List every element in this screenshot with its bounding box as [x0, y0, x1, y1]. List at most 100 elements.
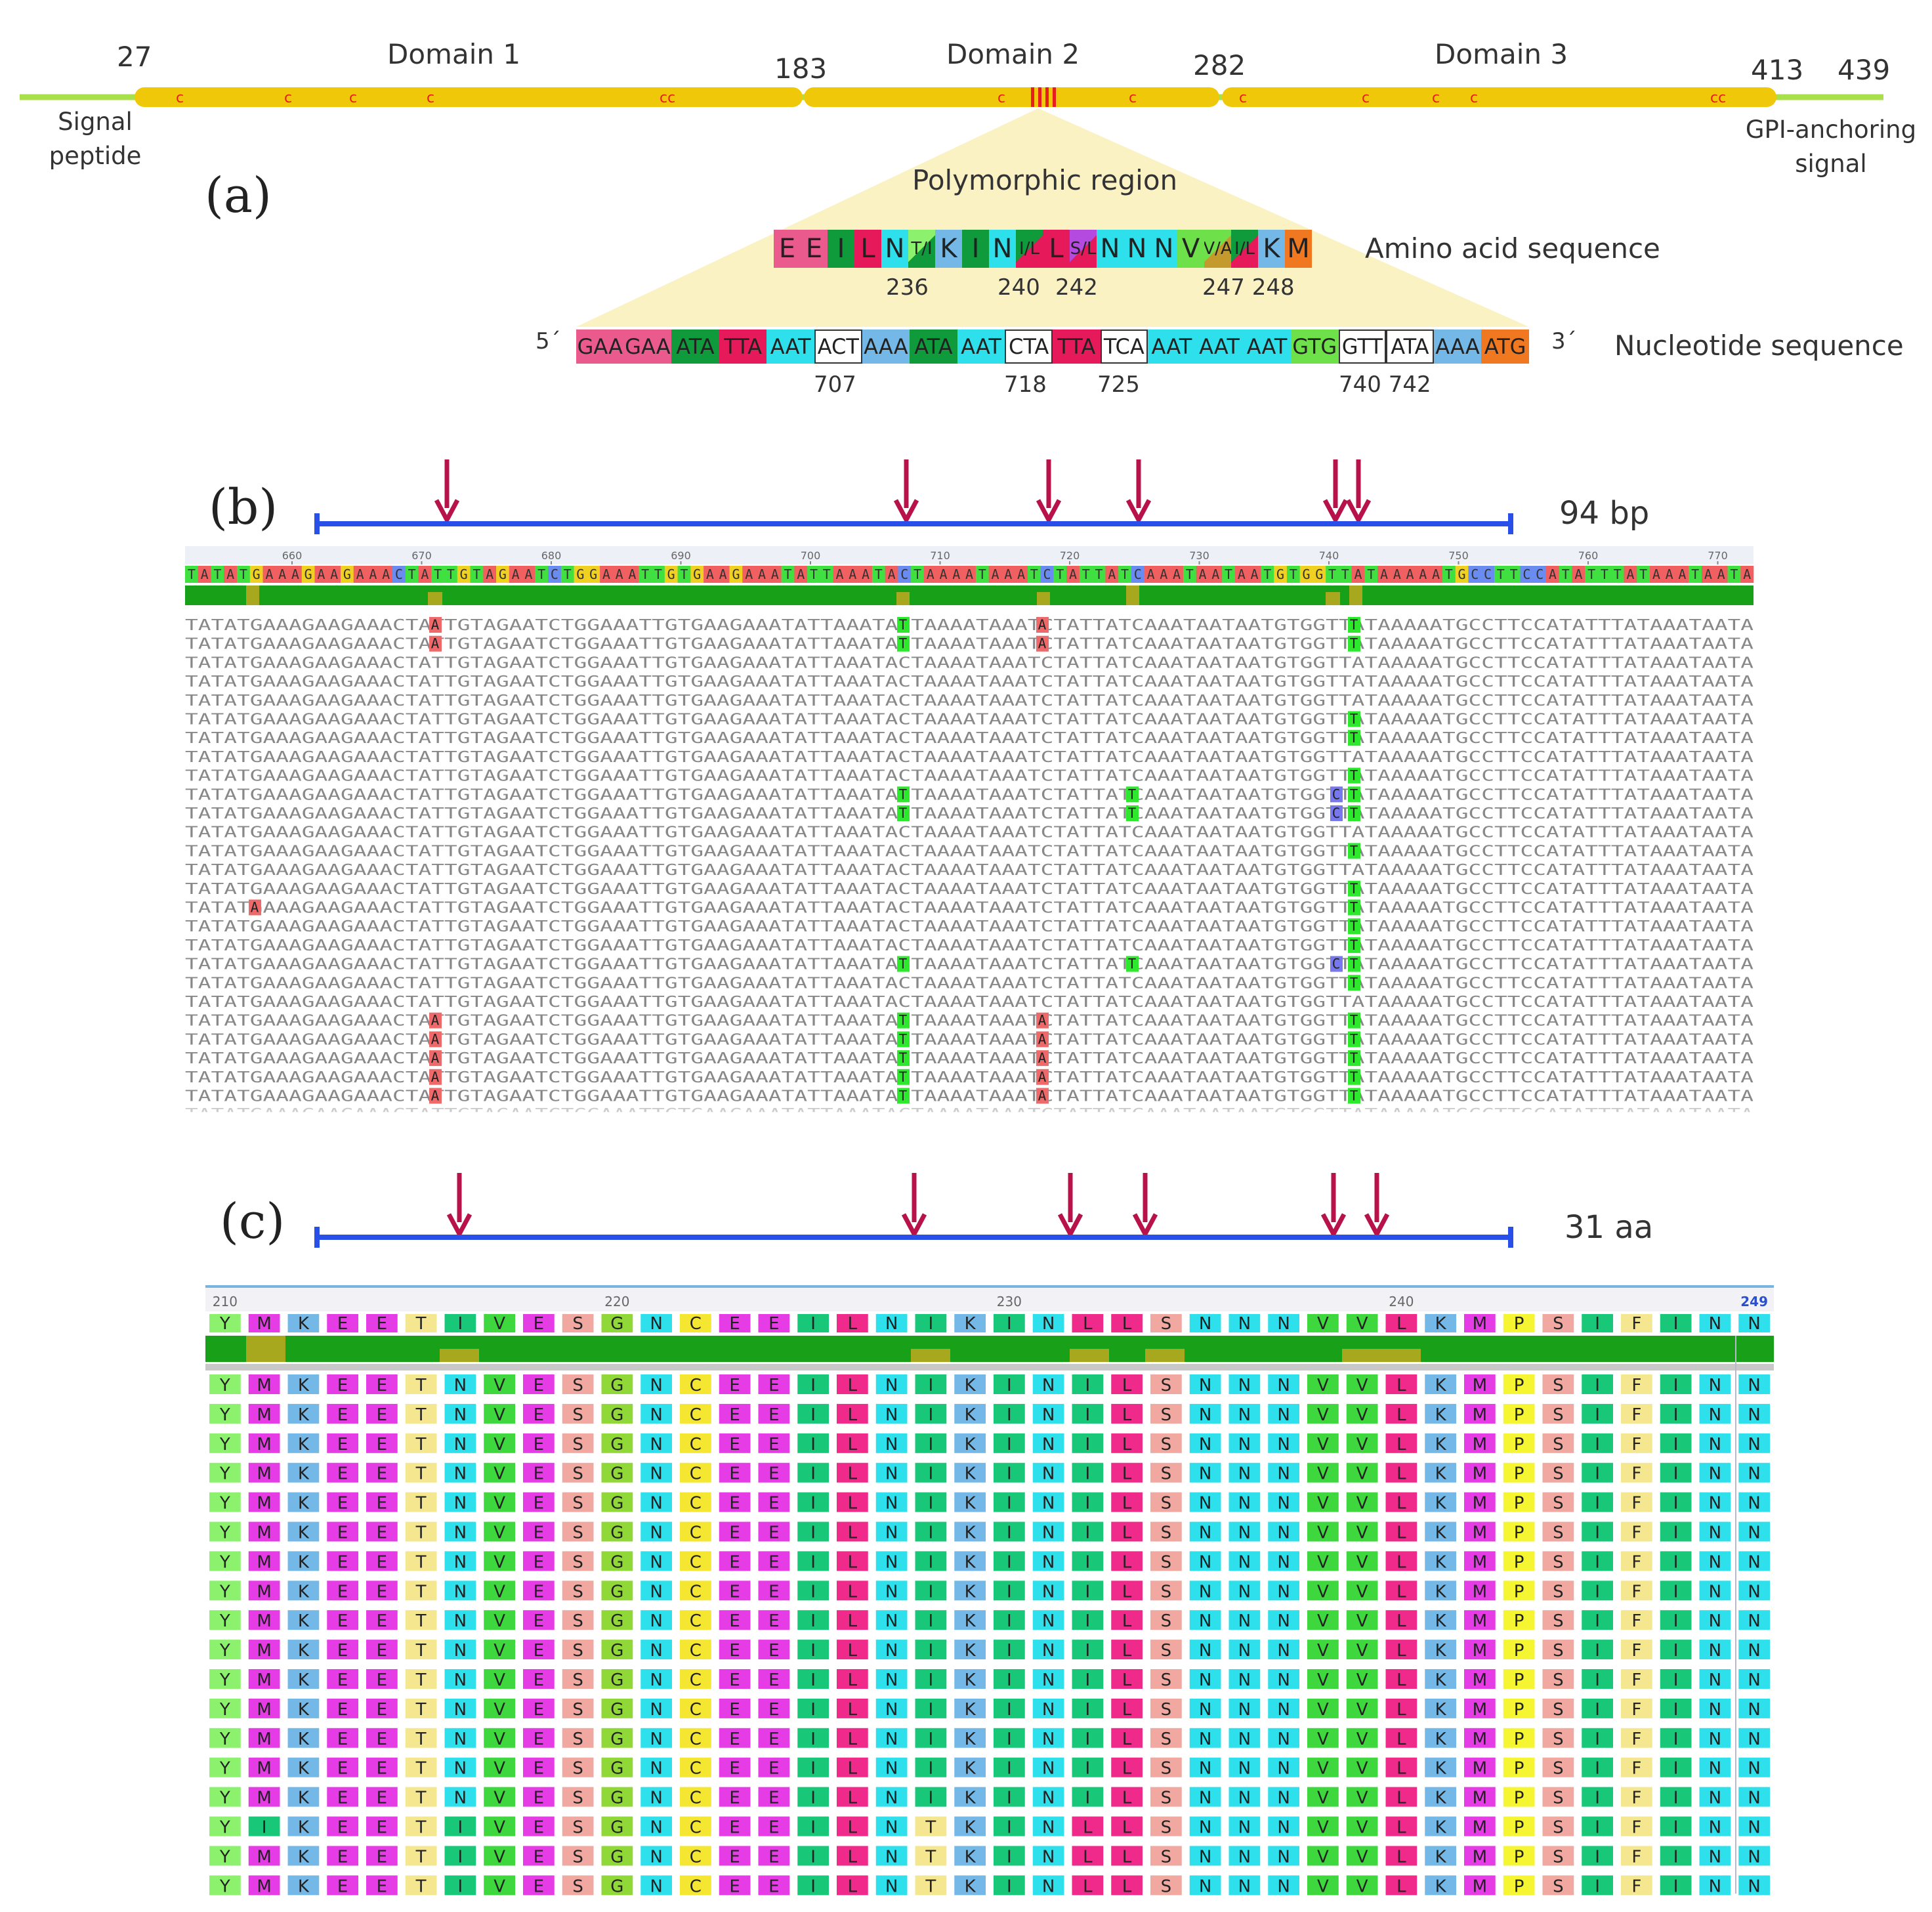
residue-letter: V: [1356, 1523, 1368, 1543]
consensus-base-cell: [664, 566, 678, 583]
residue-letter: N: [1709, 1376, 1721, 1395]
amino-acid-letter: K: [1263, 234, 1280, 264]
consensus-base: A: [486, 566, 494, 582]
residue-letter: N: [454, 1435, 467, 1455]
residue-letter: M: [1473, 1847, 1487, 1867]
residue-cell: [1699, 1403, 1731, 1424]
residue-cell: [837, 1462, 868, 1483]
residue-letter: G: [610, 1700, 623, 1720]
residue-letter: N: [1748, 1641, 1760, 1661]
residue-letter: C: [690, 1641, 702, 1661]
residue-cell: [1268, 1403, 1299, 1424]
consensus-residue-cell: [484, 1314, 515, 1332]
residue-letter: S: [572, 1435, 583, 1455]
five-prime-label: 5´: [536, 328, 561, 354]
residue-cell: [1464, 1403, 1496, 1424]
residue-letter: L: [1083, 1847, 1093, 1867]
consensus-residue-letter: K: [965, 1314, 976, 1334]
variant-base: T: [1350, 843, 1358, 859]
residue-letter: L: [1396, 1818, 1406, 1838]
residue-letter: T: [415, 1376, 427, 1395]
variant-base: T: [899, 1050, 908, 1066]
residue-letter: E: [729, 1877, 740, 1896]
residue-cell: [562, 1374, 594, 1394]
residue-letter: I: [1673, 1700, 1679, 1720]
residue-letter: S: [1161, 1847, 1172, 1867]
residue-letter: N: [650, 1818, 662, 1838]
residue-letter: T: [415, 1670, 427, 1690]
residue-letter: E: [729, 1376, 740, 1395]
residue-letter: N: [1277, 1435, 1290, 1455]
residue-letter: E: [729, 1730, 740, 1749]
residue-letter: I: [810, 1670, 816, 1690]
codon-cell: AAT: [1148, 329, 1196, 364]
residue-letter: N: [1277, 1494, 1290, 1514]
alignment-sequence: TATATGAAAGAAGAAACTATTGTAGAATCTGGAAATTGTG…: [185, 899, 1754, 917]
residue-letter: V: [1356, 1789, 1368, 1808]
variant-base: T: [1128, 786, 1137, 802]
consensus-base-cell: [988, 566, 1002, 583]
residue-letter: N: [1748, 1670, 1760, 1690]
residue-letter: V: [494, 1847, 505, 1867]
residue-letter: I: [1007, 1552, 1012, 1572]
consensus-base-cell: [1559, 566, 1572, 583]
variant-highlight: [1348, 1069, 1360, 1085]
consensus-residue-letter: E: [337, 1314, 348, 1334]
residue-letter: N: [454, 1523, 467, 1543]
residue-letter: S: [1161, 1405, 1172, 1425]
residue-letter: F: [1631, 1877, 1641, 1896]
amino-acid-cell: N: [989, 230, 1016, 268]
residue-letter: N: [1042, 1877, 1055, 1896]
consensus-base-cell: [833, 566, 847, 583]
consensus-base: T: [1056, 566, 1064, 582]
consensus-base: A: [927, 566, 934, 582]
alignment-sequence: TATATGAAAGAAGAAACTATTGTAGAATCTGGAAATTGTG…: [185, 936, 1754, 954]
ruler-tick-label: 710: [930, 549, 950, 562]
residue-cell: [1425, 1374, 1456, 1394]
residue-cell: [1150, 1462, 1182, 1483]
consensus-residue-letter: I: [458, 1314, 463, 1334]
residue-letter: I: [1673, 1494, 1679, 1514]
codon-cell: ATG: [1481, 329, 1529, 364]
residue-cell: [562, 1462, 594, 1483]
variant-base: A: [1038, 636, 1047, 652]
residue-letter: K: [298, 1730, 310, 1749]
residue-letter: K: [965, 1582, 976, 1602]
residue-cell: [1660, 1374, 1692, 1394]
residue-letter: F: [1631, 1582, 1641, 1602]
residue-letter: S: [1553, 1611, 1564, 1631]
residue-letter: N: [454, 1405, 467, 1425]
codon-cell: TCA: [1100, 329, 1148, 364]
residue-letter: E: [729, 1464, 740, 1484]
residue-cell: [640, 1433, 672, 1453]
residue-letter: V: [1317, 1818, 1329, 1838]
residue-letter: I: [1085, 1464, 1091, 1484]
consensus-base-cell: [652, 566, 665, 583]
amino-acid-cell: K: [1258, 230, 1285, 268]
alignment-sequence: TATATGAAAGAAGAAACTATTGTAGAATCTGGAAATTGTG…: [185, 1068, 1754, 1086]
residue-letter: I: [1595, 1789, 1600, 1808]
consensus-base: T: [1562, 566, 1570, 582]
cysteine-mark: c: [1470, 90, 1478, 106]
codon-cell: ACT: [814, 329, 862, 364]
amino-acid-cell: L: [854, 230, 881, 268]
residue-letter: N: [1277, 1611, 1290, 1631]
residue-letter: P: [1514, 1818, 1524, 1838]
consensus-base: A: [849, 566, 856, 582]
residue-letter: G: [610, 1730, 623, 1749]
residue-letter: F: [1631, 1552, 1641, 1572]
consensus-base-cell: [418, 566, 432, 583]
residue-cell: [327, 1403, 358, 1424]
residue-letter: K: [298, 1818, 310, 1838]
consensus-residue-letter: K: [298, 1314, 310, 1334]
residue-letter: V: [494, 1730, 505, 1749]
residue-letter: E: [534, 1670, 544, 1690]
domain-3-bar: [1222, 87, 1776, 107]
residue-cell: [1032, 1433, 1064, 1453]
residue-cell: [366, 1403, 398, 1424]
residue-letter: E: [768, 1670, 779, 1690]
residue-letter: E: [337, 1759, 348, 1779]
consensus-base-cell: [1364, 566, 1378, 583]
residue-letter: N: [1042, 1376, 1055, 1395]
amino-acid-cell: I: [962, 230, 989, 268]
